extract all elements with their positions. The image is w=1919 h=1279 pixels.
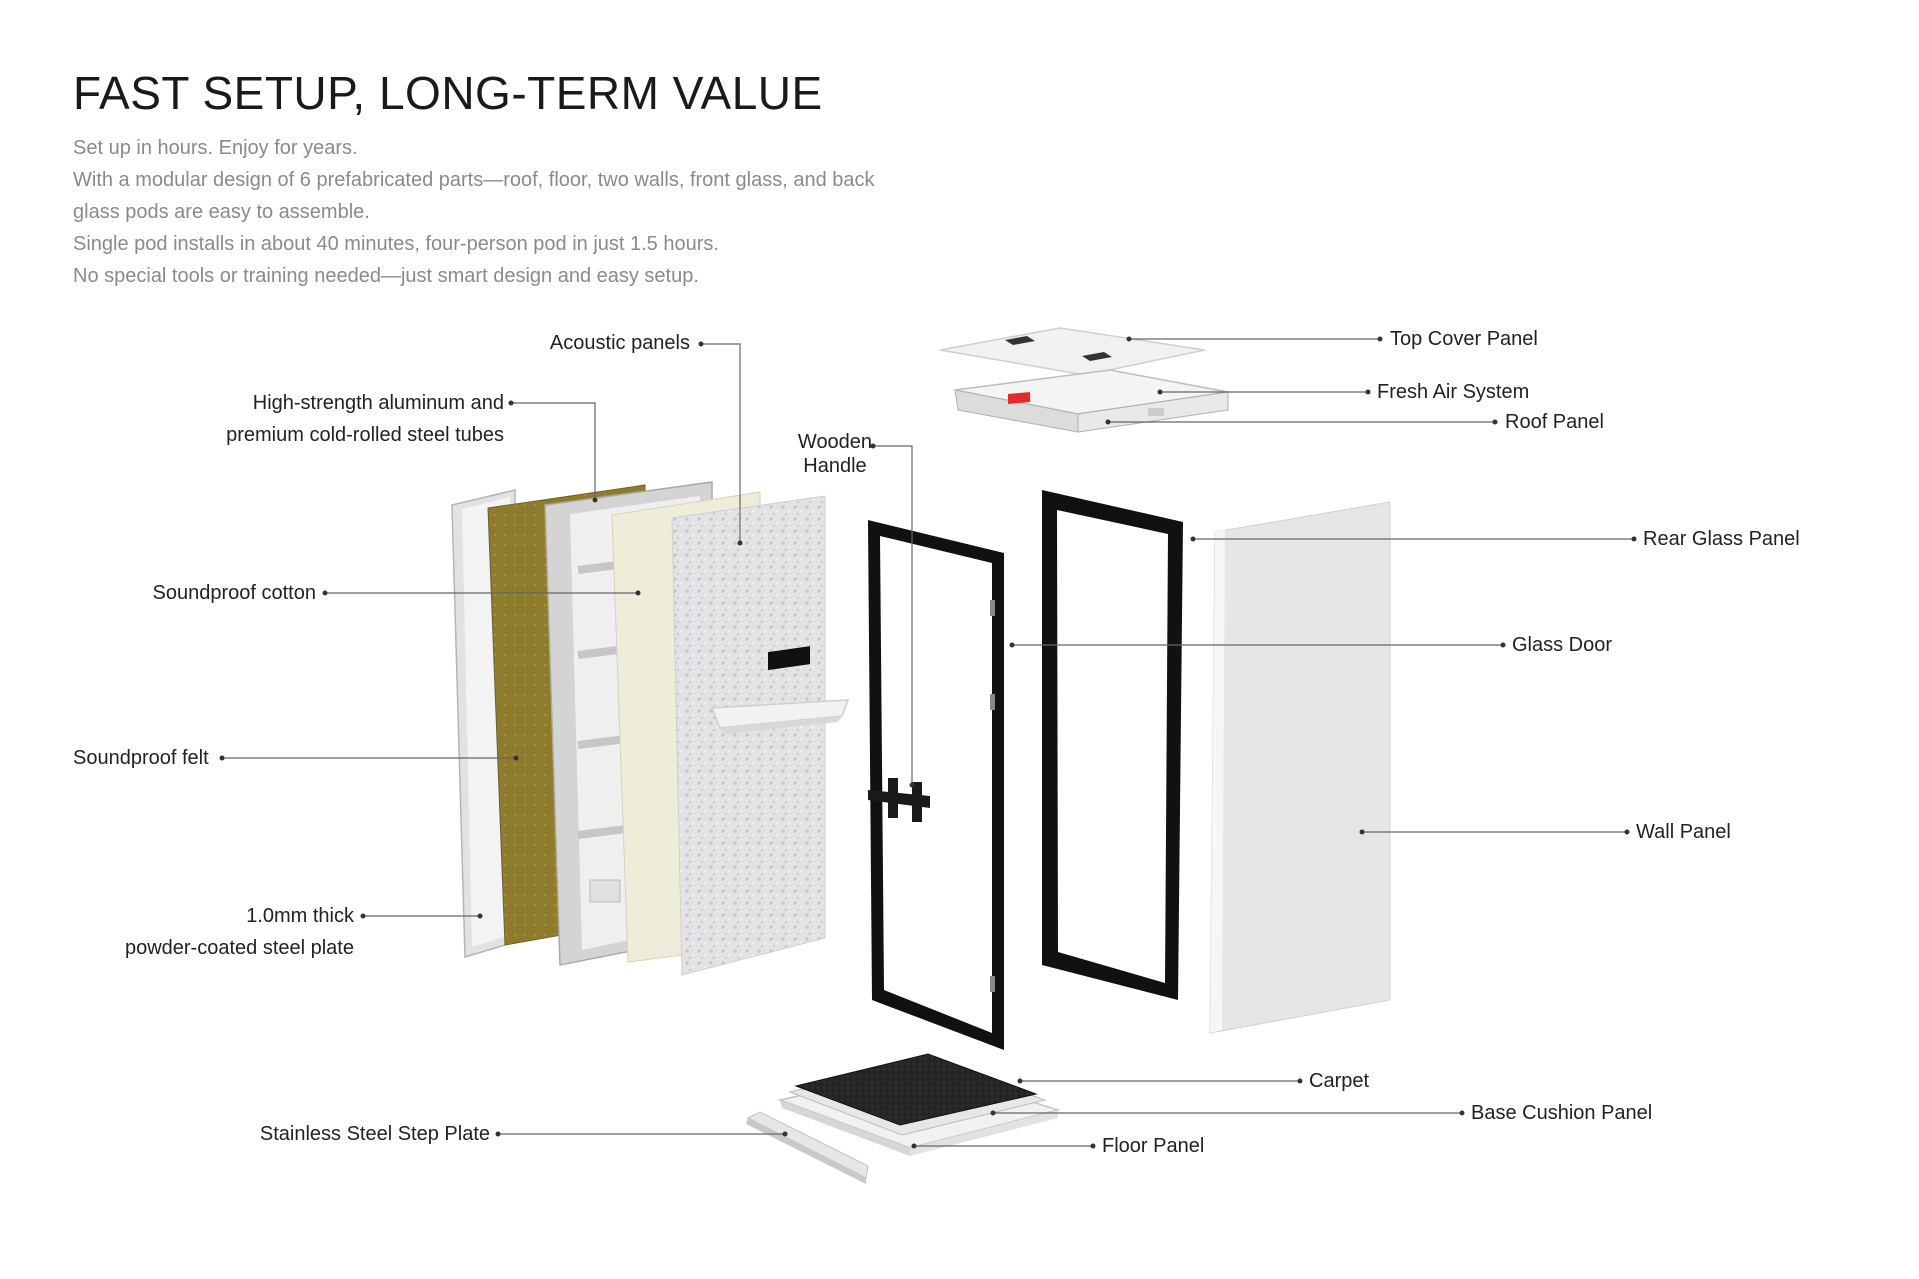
- leader-lines: [222, 338, 1634, 1147]
- label-steel-plate-line1: 1.0mm thick: [246, 905, 354, 927]
- glass-door: [868, 520, 1004, 1050]
- label-floor-panel: Floor Panel: [1102, 1135, 1205, 1157]
- intro-text: Set up in hours. Enjoy for years. With a…: [73, 132, 973, 292]
- label-base-cushion-panel: Base Cushion Panel: [1471, 1102, 1653, 1124]
- rear-glass-panel: [1042, 490, 1183, 1000]
- wooden-handle: [868, 778, 930, 822]
- acoustic-panel: [671, 495, 850, 976]
- carpet: [794, 1053, 1038, 1126]
- leader-dots: [219, 336, 1637, 1149]
- label-wall-panel: Wall Panel: [1636, 821, 1731, 843]
- label-step-plate: Stainless Steel Step Plate: [259, 1123, 490, 1145]
- label-soundproof-felt: Soundproof felt: [73, 747, 209, 769]
- label-steel-plate-line2: powder-coated steel plate: [124, 937, 354, 959]
- wall-panel: [1209, 501, 1391, 1034]
- label-glass-door: Glass Door: [1512, 634, 1613, 656]
- label-aluminum-tubes-line2: premium cold-rolled steel tubes: [226, 424, 504, 446]
- intro-line: With a modular design of 6 prefabricated…: [73, 169, 875, 191]
- label-fresh-air-system: Fresh Air System: [1377, 381, 1530, 403]
- page-title: FAST SETUP, LONG-TERM VALUE: [73, 67, 823, 119]
- intro-line: glass pods are easy to assemble.: [73, 201, 370, 223]
- intro-line: No special tools or training needed—just…: [73, 265, 699, 287]
- label-wooden-handle-line2: Handle: [803, 455, 867, 477]
- label-top-cover-panel: Top Cover Panel: [1390, 328, 1538, 350]
- label-acoustic-panels: Acoustic panels: [549, 332, 690, 354]
- label-wooden-handle-line1: Wooden: [797, 431, 873, 453]
- intro-line: Set up in hours. Enjoy for years.: [73, 137, 358, 159]
- label-aluminum-tubes-line1: High-strength aluminum and: [252, 392, 504, 414]
- roof-panel: [954, 369, 1229, 433]
- label-roof-panel: Roof Panel: [1505, 411, 1604, 433]
- top-cover-panel: [939, 327, 1206, 376]
- label-carpet: Carpet: [1309, 1070, 1370, 1092]
- label-rear-glass-panel: Rear Glass Panel: [1643, 528, 1800, 550]
- label-soundproof-cotton: Soundproof cotton: [152, 582, 316, 604]
- intro-line: Single pod installs in about 40 minutes,…: [73, 233, 719, 255]
